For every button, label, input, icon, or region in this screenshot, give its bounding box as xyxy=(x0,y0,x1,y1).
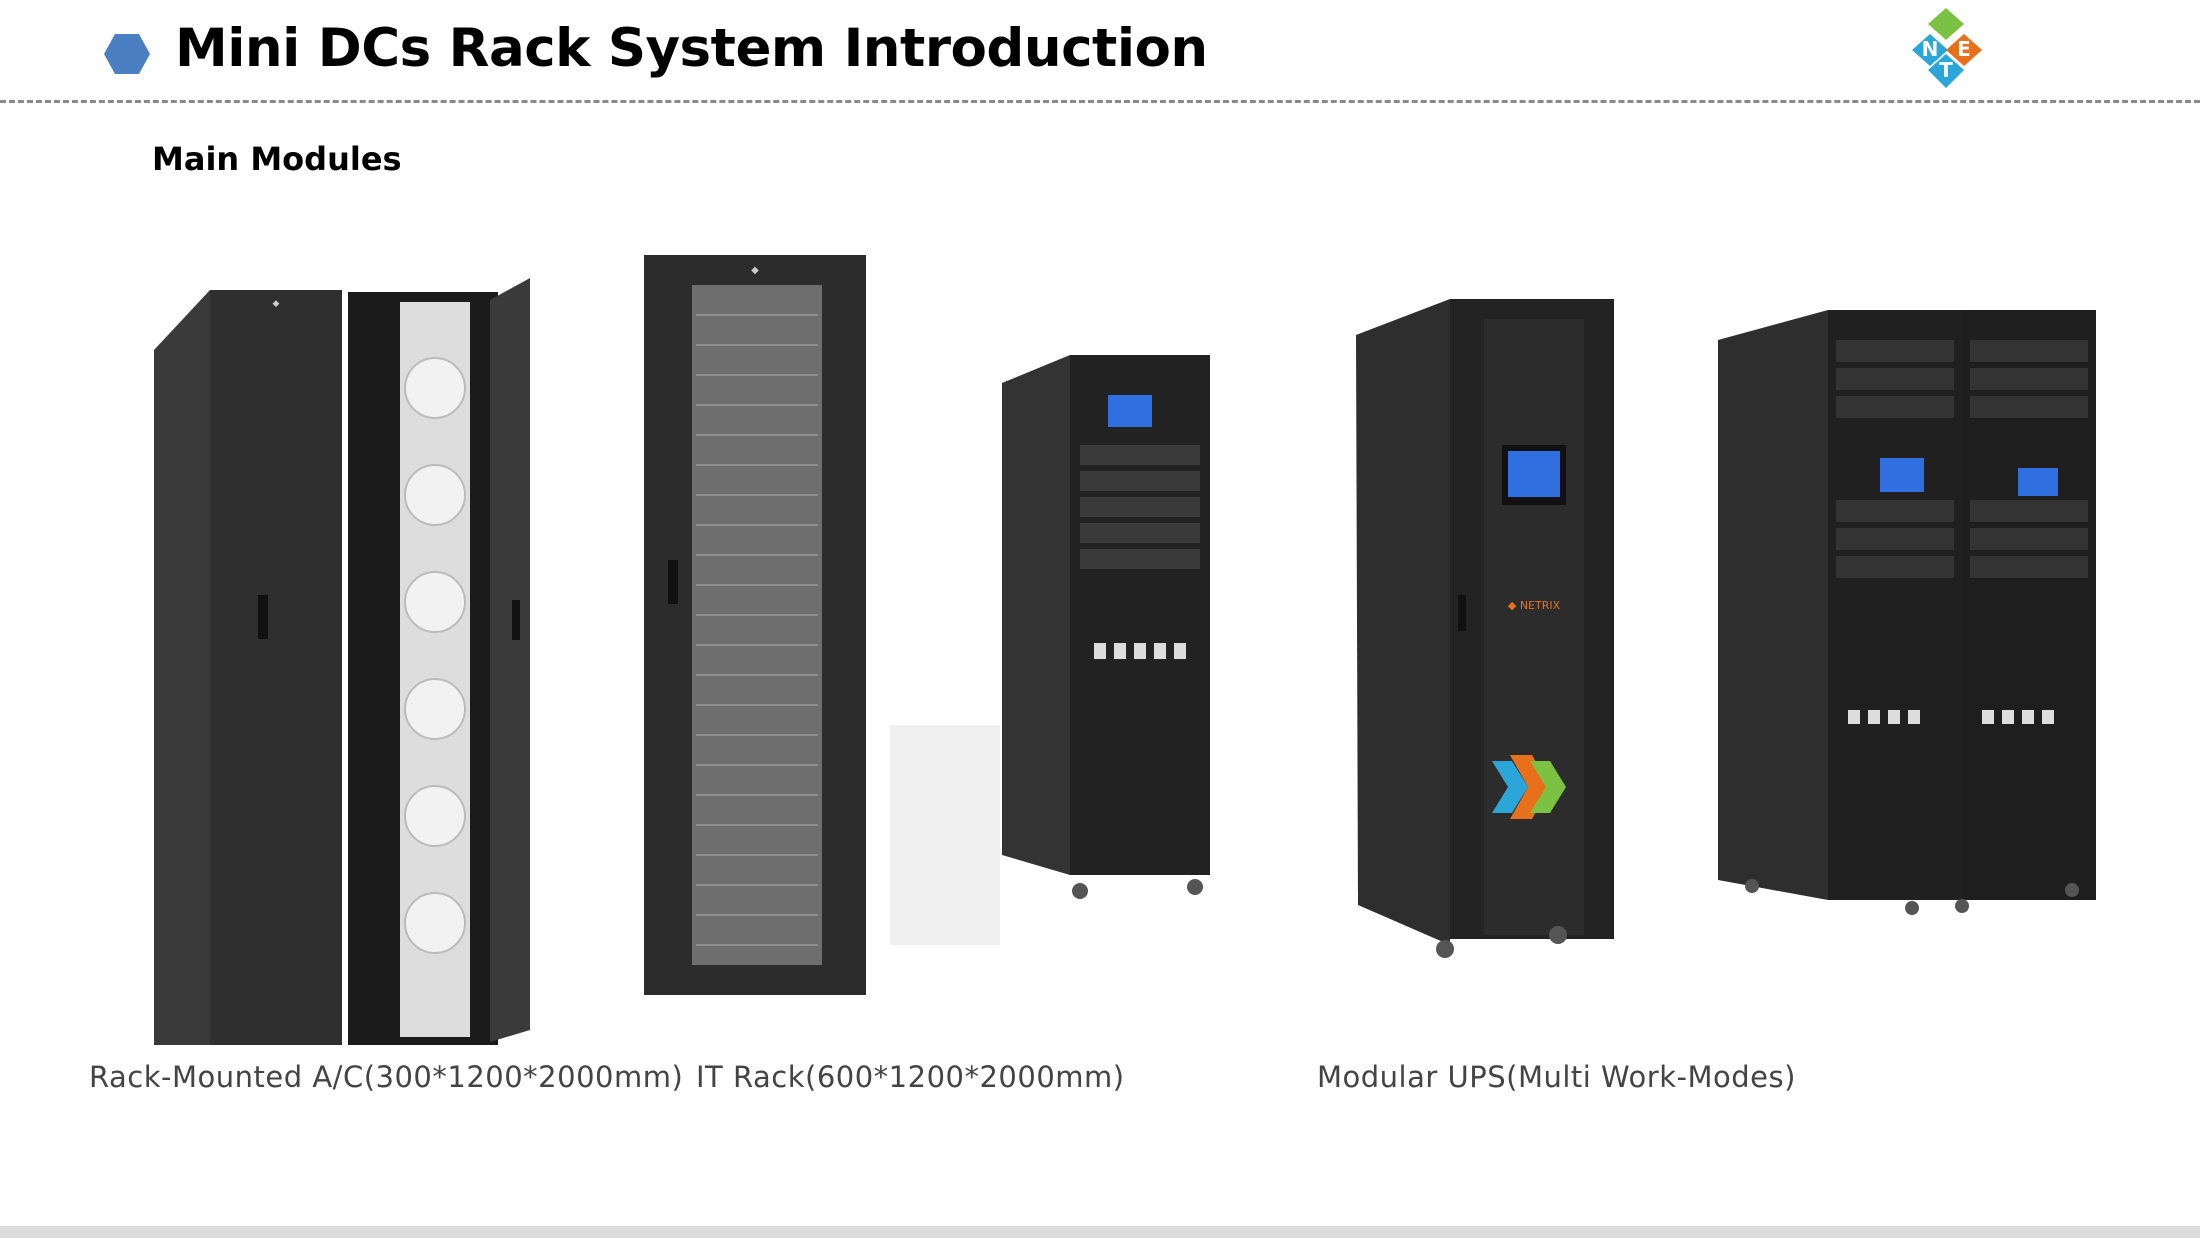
svg-text:◆ NETRIX: ◆ NETRIX xyxy=(1508,599,1561,612)
section-subtitle: Main Modules xyxy=(152,140,402,178)
footer-bar xyxy=(0,1226,2200,1238)
hexagon-bullet-icon xyxy=(104,34,150,74)
svg-text:N: N xyxy=(1922,37,1939,61)
header-divider xyxy=(0,100,2200,103)
svg-text:E: E xyxy=(1957,37,1971,61)
ac-rack-caption: Rack-Mounted A/C(300*1200*2000mm) xyxy=(89,1060,684,1094)
ac-rack-image: ◆ xyxy=(154,278,530,1045)
page-title: Mini DCs Rack System Introduction xyxy=(175,18,1208,79)
it-rack-caption: IT Rack(600*1200*2000mm) xyxy=(696,1060,1125,1094)
svg-text:T: T xyxy=(1939,58,1953,82)
ups-tall-cabinet-image: ◆ NETRIX xyxy=(1356,299,1614,958)
company-logo: N E T xyxy=(1912,8,1982,88)
svg-text:◆: ◆ xyxy=(751,265,759,276)
ups-caption: Modular UPS(Multi Work-Modes) xyxy=(1317,1060,1796,1094)
svg-text:◆: ◆ xyxy=(273,299,280,309)
ups-small-cabinet-image xyxy=(890,355,1210,945)
ups-double-cabinet-image xyxy=(1718,310,2096,915)
it-rack-image: ◆ xyxy=(644,255,866,995)
